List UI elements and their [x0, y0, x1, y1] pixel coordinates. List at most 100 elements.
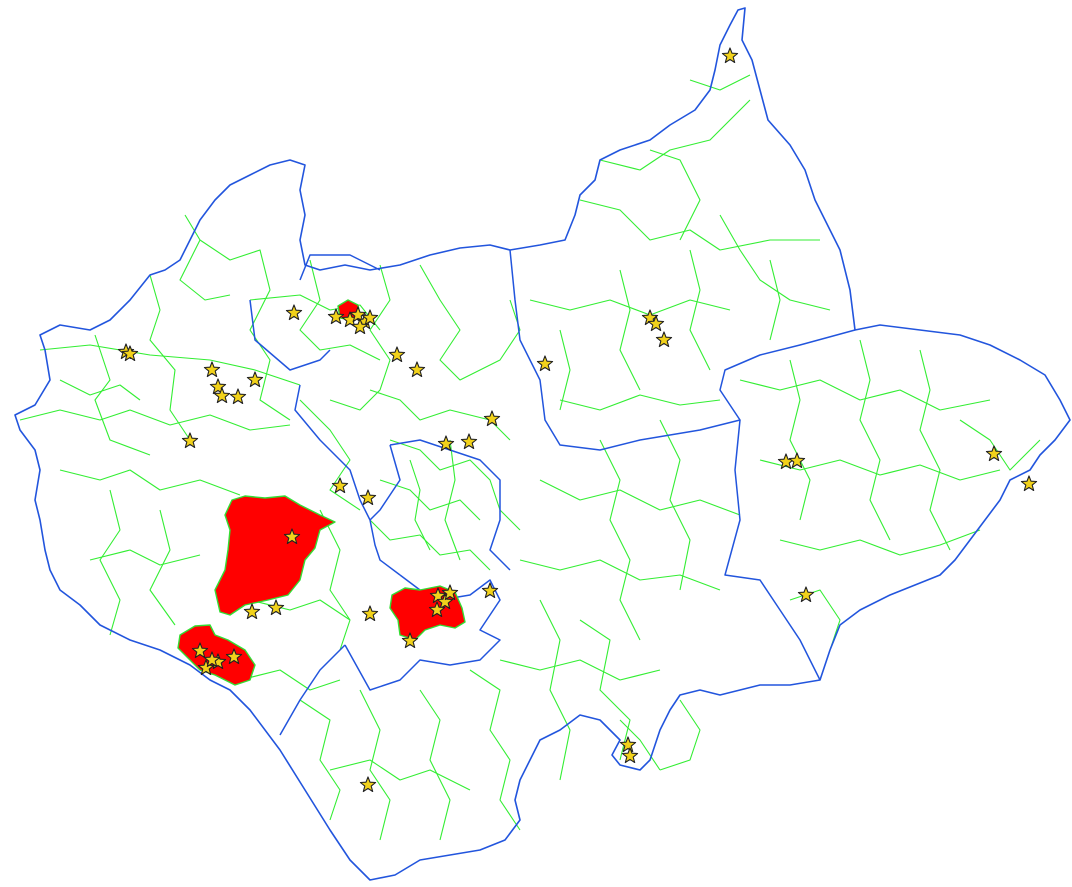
ward-boundary	[39, 344, 301, 386]
star-icon	[361, 605, 379, 622]
ward-boundary	[359, 689, 391, 841]
ward-boundary	[379, 479, 481, 521]
district-boundary	[294, 384, 401, 576]
ward-boundary	[419, 264, 521, 381]
ward-boundaries	[19, 74, 1041, 841]
star-icon	[985, 445, 1003, 462]
ward-boundary	[559, 394, 721, 411]
ward-boundary	[249, 599, 351, 621]
star-icon	[213, 387, 231, 404]
ward-boundary	[299, 399, 361, 511]
ward-boundary	[299, 699, 341, 821]
star-icon	[797, 586, 815, 603]
ward-boundary	[739, 379, 991, 411]
ward-boundary	[599, 99, 751, 171]
ward-boundary	[19, 409, 291, 431]
ward-boundary	[369, 519, 491, 571]
star-icon	[246, 371, 264, 388]
ward-boundary	[859, 339, 891, 541]
highlighted-area-central	[214, 495, 336, 616]
ward-boundary	[59, 379, 141, 401]
star-icon	[788, 452, 806, 469]
district-boundaries	[249, 249, 856, 736]
ward-boundary	[89, 549, 201, 566]
star-icon	[401, 632, 419, 649]
star-icon	[121, 345, 139, 362]
ward-boundary	[409, 459, 431, 551]
ward-boundary	[919, 349, 951, 551]
star-icon	[361, 309, 379, 326]
star-icon	[267, 599, 285, 616]
ward-boundary	[529, 299, 731, 316]
star-icon	[225, 648, 243, 665]
star-icon	[460, 433, 478, 450]
star-icon	[243, 603, 261, 620]
star-icon	[437, 435, 455, 452]
highlighted-area-southwest	[177, 624, 256, 686]
star-icon	[619, 736, 637, 753]
star-icon	[359, 776, 377, 793]
ward-boundary	[719, 214, 831, 311]
ward-boundary	[769, 259, 781, 341]
ward-boundary	[369, 389, 511, 441]
ward-boundary	[689, 74, 751, 91]
ward-boundary	[779, 529, 981, 556]
star-icon	[536, 355, 554, 372]
star-icon	[209, 378, 227, 395]
ward-boundary	[759, 459, 1001, 481]
ward-boundary	[299, 259, 381, 361]
ward-boundary	[444, 439, 461, 561]
star-icon	[203, 651, 221, 668]
district-boundary	[724, 419, 821, 681]
ward-boundary	[199, 239, 291, 421]
ward-boundary	[519, 559, 721, 591]
star-icon	[1020, 475, 1038, 492]
ward-boundary	[499, 659, 661, 681]
ward-boundary	[249, 294, 381, 331]
star-icon	[621, 747, 639, 764]
ward-boundary	[619, 269, 641, 391]
ward-boundary	[329, 759, 471, 791]
district-boundary	[279, 644, 346, 736]
star-icon	[181, 432, 199, 449]
ward-boundary	[559, 329, 571, 411]
star-markers	[117, 47, 1038, 793]
star-icon	[647, 315, 665, 332]
star-icon	[655, 331, 673, 348]
ward-boundary	[469, 669, 521, 831]
star-icon	[388, 346, 406, 363]
ward-boundary	[659, 699, 701, 771]
ward-boundary	[599, 439, 641, 641]
district-boundary	[249, 299, 331, 371]
ward-boundary	[99, 489, 121, 636]
star-icon	[283, 528, 301, 545]
star-icon	[436, 593, 454, 610]
star-icon	[327, 308, 345, 325]
star-icon	[359, 489, 377, 506]
ward-boundary	[619, 719, 661, 771]
ward-boundary	[149, 274, 191, 441]
star-icon	[408, 361, 426, 378]
ward-boundary	[649, 149, 701, 241]
star-icon	[481, 582, 499, 599]
star-icon	[203, 361, 221, 378]
star-icon	[191, 642, 209, 659]
ward-boundary	[959, 419, 1041, 471]
ward-boundary	[419, 689, 451, 841]
star-icon	[351, 318, 369, 335]
ward-boundary	[329, 264, 391, 411]
ward-boundary	[579, 619, 631, 761]
star-icon	[428, 601, 446, 618]
ward-boundary	[239, 669, 341, 691]
ward-boundary	[689, 249, 711, 371]
star-icon	[285, 304, 303, 321]
ward-boundary	[789, 359, 811, 521]
ward-boundary	[94, 334, 151, 456]
ward-boundary	[319, 509, 351, 651]
ward-boundary	[539, 599, 571, 781]
district-boundary	[299, 254, 381, 281]
star-icon	[331, 477, 349, 494]
county-boundary	[14, 7, 1071, 881]
district-boundary	[509, 249, 856, 451]
